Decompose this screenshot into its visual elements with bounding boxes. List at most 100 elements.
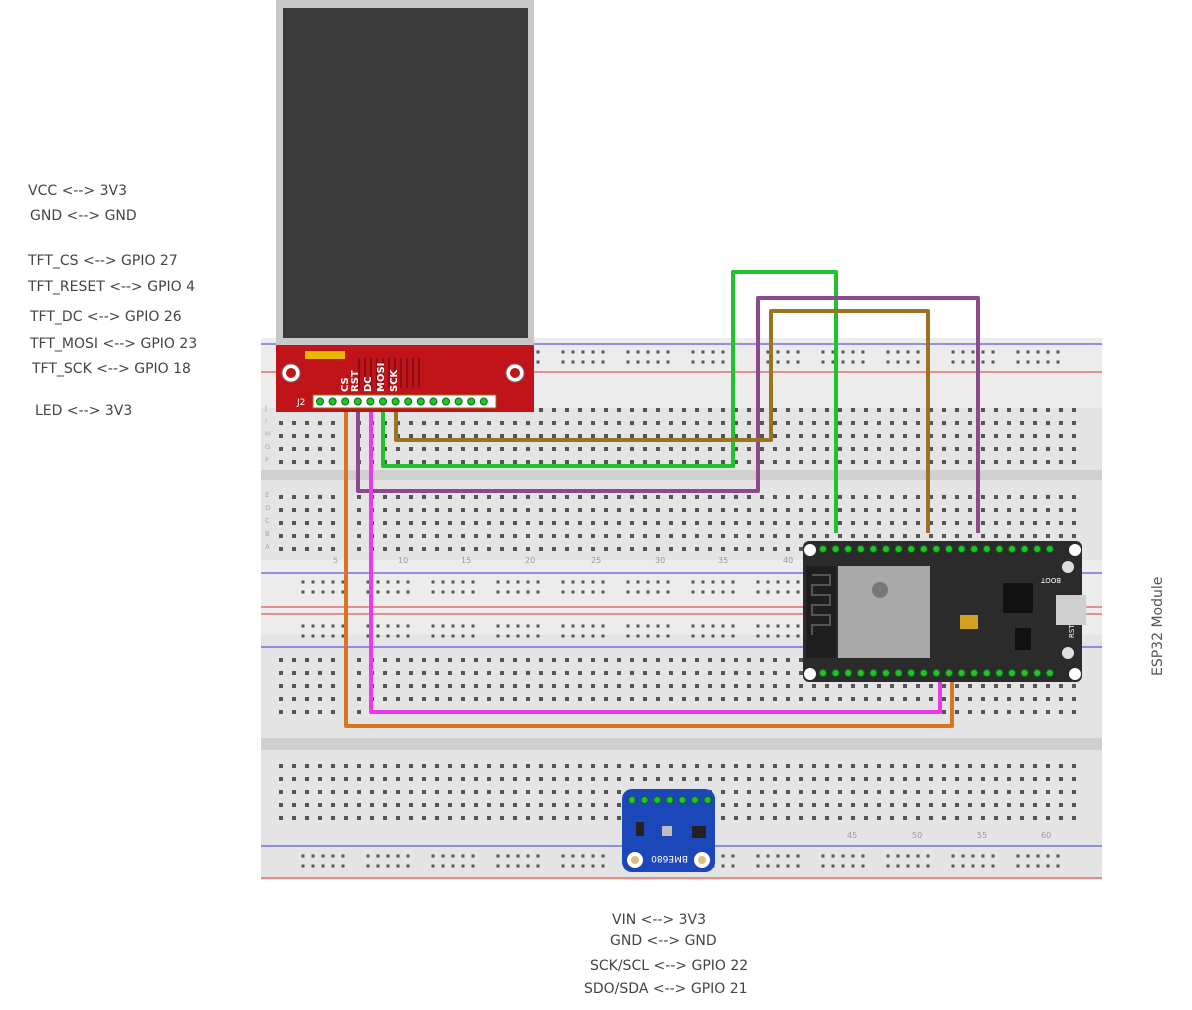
- breadboard-hole: [942, 495, 946, 499]
- breadboard-hole: [279, 658, 283, 662]
- breadboard-hole: [578, 547, 582, 551]
- rail-hole: [581, 634, 585, 638]
- breadboard-hole: [279, 434, 283, 438]
- rail-hole: [646, 350, 650, 354]
- rail-hole: [571, 634, 575, 638]
- breadboard-hole: [851, 408, 855, 412]
- breadboard-hole: [1059, 495, 1063, 499]
- breadboard-hole: [435, 658, 439, 662]
- breadboard-hole: [500, 790, 504, 794]
- breadboard-hole: [552, 816, 556, 820]
- rail-hole: [496, 634, 500, 638]
- breadboard-hole: [409, 460, 413, 464]
- rail-hole: [1046, 864, 1050, 868]
- breadboard-hole: [370, 816, 374, 820]
- breadboard-hole: [279, 684, 283, 688]
- esp32-pin-top: [831, 545, 840, 553]
- breadboard-hole: [799, 803, 803, 807]
- breadboard-hole: [825, 790, 829, 794]
- breadboard-hole: [1059, 421, 1063, 425]
- breadboard-hole: [591, 495, 595, 499]
- breadboard-hole: [565, 421, 569, 425]
- breadboard-hole: [994, 790, 998, 794]
- row-label-d: D: [265, 504, 270, 512]
- rail-hole: [366, 624, 370, 628]
- rail-hole: [526, 590, 530, 594]
- rail-hole: [1016, 350, 1020, 354]
- rail-hole: [406, 634, 410, 638]
- rail-hole: [756, 580, 760, 584]
- breadboard-hole: [292, 547, 296, 551]
- breadboard-hole: [630, 508, 634, 512]
- breadboard-hole: [799, 790, 803, 794]
- breadboard-hole: [461, 658, 465, 662]
- breadboard-hole: [1020, 777, 1024, 781]
- rail-hole: [301, 864, 305, 868]
- breadboard-hole: [656, 495, 660, 499]
- breadboard-hole: [968, 710, 972, 714]
- breadboard-hole: [578, 421, 582, 425]
- breadboard-hole: [617, 447, 621, 451]
- breadboard-hole: [513, 671, 517, 675]
- bme680-pins: [628, 796, 712, 804]
- breadboard-hole: [461, 777, 465, 781]
- breadboard-hole: [916, 460, 920, 464]
- breadboard-hole: [552, 790, 556, 794]
- breadboard-hole: [734, 697, 738, 701]
- rail-hole: [981, 350, 985, 354]
- rail-hole: [636, 590, 640, 594]
- rail-hole: [536, 580, 540, 584]
- breadboard-hole: [318, 790, 322, 794]
- breadboard-hole: [409, 764, 413, 768]
- rail-hole: [516, 580, 520, 584]
- rail-hole: [776, 854, 780, 858]
- rail-hole: [1026, 360, 1030, 364]
- breadboard-hole: [591, 434, 595, 438]
- breadboard-hole: [877, 684, 881, 688]
- rail-hole: [776, 580, 780, 584]
- rail-hole: [516, 864, 520, 868]
- rail-hole: [526, 864, 530, 868]
- breadboard-hole: [591, 421, 595, 425]
- wires: [344, 270, 980, 728]
- breadboard-hole: [981, 408, 985, 412]
- breadboard-hole: [1059, 447, 1063, 451]
- rail-hole: [506, 864, 510, 868]
- breadboard-hole: [669, 460, 673, 464]
- breadboard-hole: [799, 508, 803, 512]
- breadboard-hole: [513, 777, 517, 781]
- breadboard-hole: [838, 521, 842, 525]
- rail-hole: [431, 864, 435, 868]
- breadboard-hole: [539, 408, 543, 412]
- breadboard-hole: [552, 547, 556, 551]
- rail-hole: [701, 634, 705, 638]
- breadboard-hole: [695, 777, 699, 781]
- breadboard-hole: [643, 447, 647, 451]
- breadboard-hole: [487, 534, 491, 538]
- breadboard-hole: [942, 764, 946, 768]
- bme680-sensor-chip: [662, 826, 672, 836]
- rail-hole: [796, 854, 800, 858]
- breadboard-hole: [825, 777, 829, 781]
- rail-hole: [301, 854, 305, 858]
- breadboard-hole: [305, 816, 309, 820]
- breadboard-hole: [838, 764, 842, 768]
- rail-hole: [721, 350, 725, 354]
- breadboard-hole: [942, 710, 946, 714]
- breadboard-hole: [890, 508, 894, 512]
- breadboard-hole: [461, 534, 465, 538]
- esp32-pin-top: [1020, 545, 1029, 553]
- breadboard-hole: [890, 790, 894, 794]
- breadboard-hole: [526, 447, 530, 451]
- breadboard-hole: [981, 790, 985, 794]
- breadboard-hole: [1033, 764, 1037, 768]
- rail-hole: [766, 864, 770, 868]
- breadboard-hole: [734, 534, 738, 538]
- breadboard-hole: [526, 421, 530, 425]
- breadboard-hole: [851, 508, 855, 512]
- breadboard-hole: [344, 764, 348, 768]
- breadboard-hole: [643, 764, 647, 768]
- rail-hole: [386, 854, 390, 858]
- rail-hole: [796, 590, 800, 594]
- breadboard-hole: [487, 658, 491, 662]
